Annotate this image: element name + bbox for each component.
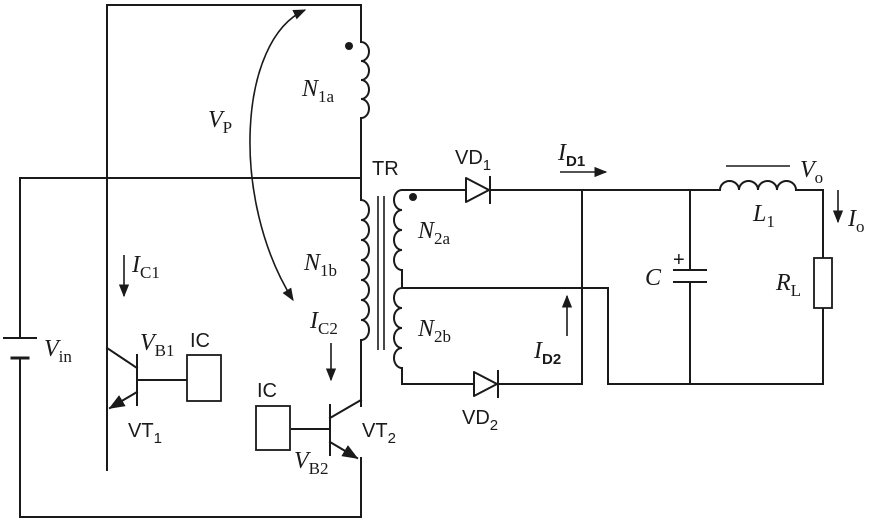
dot-n2a: [409, 193, 417, 201]
label-n2b: N2b: [417, 316, 451, 346]
coil-n1a: [359, 40, 370, 120]
label-ic2: IC2: [309, 308, 338, 338]
diode-vd2: [473, 370, 499, 398]
diode-vd1: [465, 176, 491, 204]
label-n1b: N1b: [303, 250, 337, 280]
battery-vin: [3, 337, 37, 360]
label-vt1: VT1: [128, 420, 162, 447]
label-l1: L1: [752, 201, 775, 231]
label-vp: VP: [208, 107, 232, 137]
label-id2: ID2: [533, 338, 561, 368]
dot-n1a: [345, 42, 353, 50]
label-vd1: VD1: [455, 147, 491, 174]
label-c-plus: +: [673, 249, 685, 271]
label-io: Io: [847, 206, 865, 236]
label-tr: TR: [372, 158, 399, 180]
label-vo: Vo: [800, 157, 823, 187]
coil-n2b: [393, 286, 404, 370]
label-vt2: VT2: [362, 420, 396, 447]
label-n2a: N2a: [417, 218, 451, 248]
vp-curve-arrow: [249, 9, 307, 302]
label-rl: RL: [775, 270, 801, 300]
primary-wiring: [19, 4, 362, 518]
label-vin: Vin: [44, 336, 72, 366]
label-c: C: [645, 265, 662, 291]
label-ic-box1: IC: [190, 330, 210, 352]
resistor-rl: [813, 257, 833, 309]
current-arrows: [118, 166, 844, 382]
label-ic-box2: IC: [257, 380, 277, 402]
transistor-vt1: [105, 346, 188, 410]
label-id1: ID1: [557, 140, 585, 170]
label-n1a: N1a: [301, 76, 335, 106]
secondary-wiring: [401, 189, 824, 385]
ic-box-2: [255, 405, 291, 451]
label-ic1: IC1: [131, 252, 160, 282]
label-vb2: VB2: [294, 448, 329, 478]
inductor-l1: [718, 165, 798, 192]
transistor-vt2: [291, 398, 363, 460]
transformer-core: [377, 196, 385, 350]
capacitor-c: [673, 269, 707, 283]
coil-n1b: [359, 198, 370, 342]
label-vb1: VB1: [140, 330, 175, 360]
coil-n2a: [393, 188, 404, 272]
label-vd2: VD2: [462, 407, 498, 434]
ic-box-1: [186, 354, 222, 402]
